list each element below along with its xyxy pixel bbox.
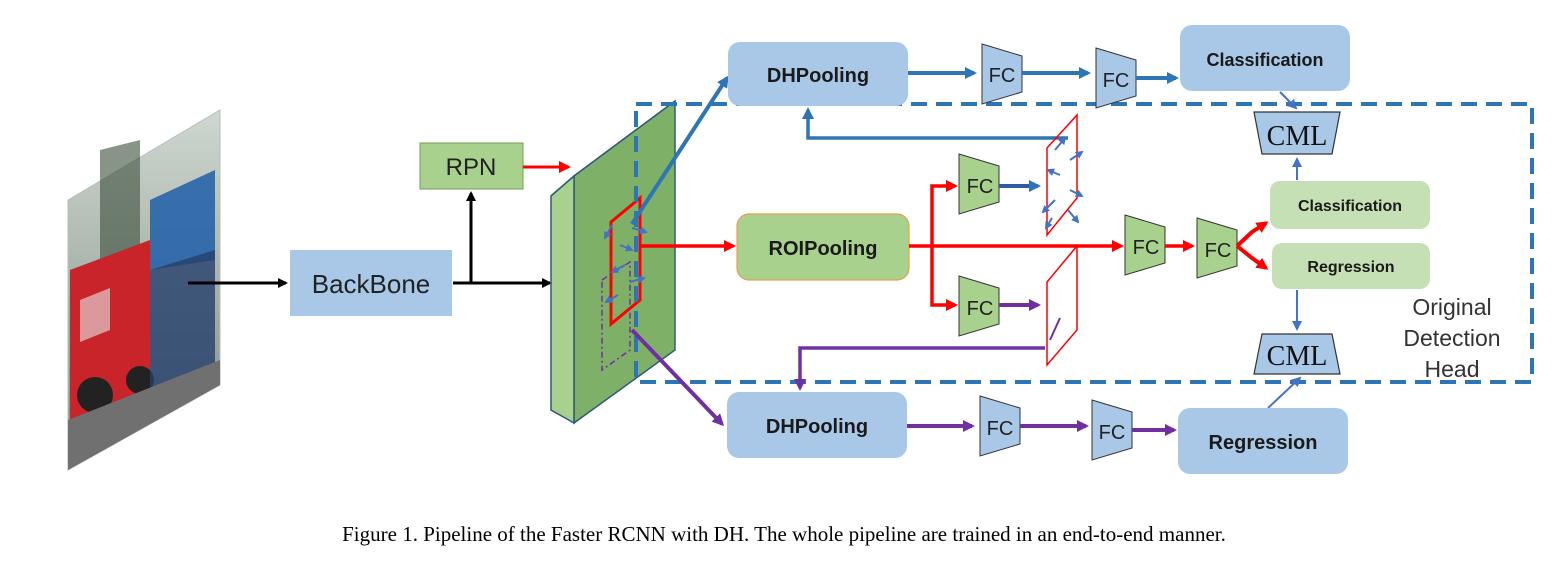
roipooling-label: ROIPooling [769, 238, 878, 260]
fc-center-2-label: FC [1205, 240, 1232, 262]
arrow-fc-center-2-to-classification-inner [1235, 221, 1269, 248]
original-detection-head-region [634, 102, 1534, 384]
regression-inner-label: Regression [1307, 259, 1394, 276]
regression-inner-box [1272, 243, 1430, 289]
arrow-fc-center-2-to-regression-inner [1235, 244, 1269, 270]
classification-top-label: Classification [1206, 50, 1323, 70]
fc-bottom-2-label: FC [1099, 422, 1126, 444]
figure-caption: Figure 1. Pipeline of the Faster RCNN wi… [342, 522, 1226, 546]
fc-top-2-shape [1095, 47, 1137, 109]
dhpooling-bottom-label: DHPooling [766, 416, 868, 438]
arrow-offset-to-dhpooling-bottom [794, 346, 1045, 391]
dhpooling-top-box [728, 42, 908, 106]
region-label-line-2: Detection [1403, 325, 1500, 351]
classification-inner-label: Classification [1298, 198, 1402, 215]
arrow-roipooling-to-fc-lower [930, 246, 958, 311]
fc-center-2-shape [1196, 217, 1238, 279]
fc-center-1-label: FC [1133, 237, 1160, 259]
classification-inner-box [1270, 181, 1430, 229]
arrow-regression-bottom-to-cml [1267, 376, 1302, 409]
input-image [67, 109, 221, 471]
classification-top-box [1180, 25, 1350, 91]
backbone-label: BackBone [312, 269, 431, 299]
region-label-line-1: Original [1412, 294, 1491, 320]
fc-mid-lower-label: FC [967, 298, 994, 320]
fc-bottom-1-shape [979, 395, 1021, 457]
arrow-classification-top-to-cml [1279, 91, 1298, 110]
region-label-line-3: Head [1425, 356, 1480, 382]
fc-top-2-label: FC [1103, 70, 1130, 92]
backbone-box [290, 250, 452, 316]
fc-top-1-label: FC [989, 65, 1016, 87]
fc-center-1-shape [1124, 214, 1166, 276]
fc-mid-upper-label: FC [967, 176, 994, 198]
fc-bottom-2-shape [1091, 399, 1133, 461]
cml-top-shape [1253, 111, 1341, 155]
arrow-roipooling-to-fc-upper [909, 180, 958, 248]
arrow-offset-to-dhpooling-top [802, 107, 1068, 140]
fc-top-1-shape [981, 43, 1023, 105]
cml-bottom-label: CML [1267, 341, 1328, 372]
offset-field-regression [1046, 243, 1078, 368]
arrow-feature-to-dhpooling-top [630, 75, 729, 226]
dhpooling-top-label: DHPooling [767, 65, 869, 87]
fc-mid-lower-shape [958, 275, 1000, 337]
fc-bottom-1-label: FC [987, 418, 1014, 440]
regression-bottom-label: Regression [1209, 432, 1318, 454]
cml-top-label: CML [1267, 121, 1328, 152]
rpn-label: RPN [446, 154, 497, 181]
offset-field-classification [1041, 113, 1084, 238]
fc-mid-upper-shape [958, 153, 1000, 215]
arrow-feature-to-dhpooling-bottom [630, 328, 725, 427]
feature-map [550, 99, 676, 425]
cml-bottom-shape [1253, 333, 1341, 375]
dhpooling-bottom-box [727, 392, 907, 458]
regression-bottom-box [1178, 408, 1348, 474]
